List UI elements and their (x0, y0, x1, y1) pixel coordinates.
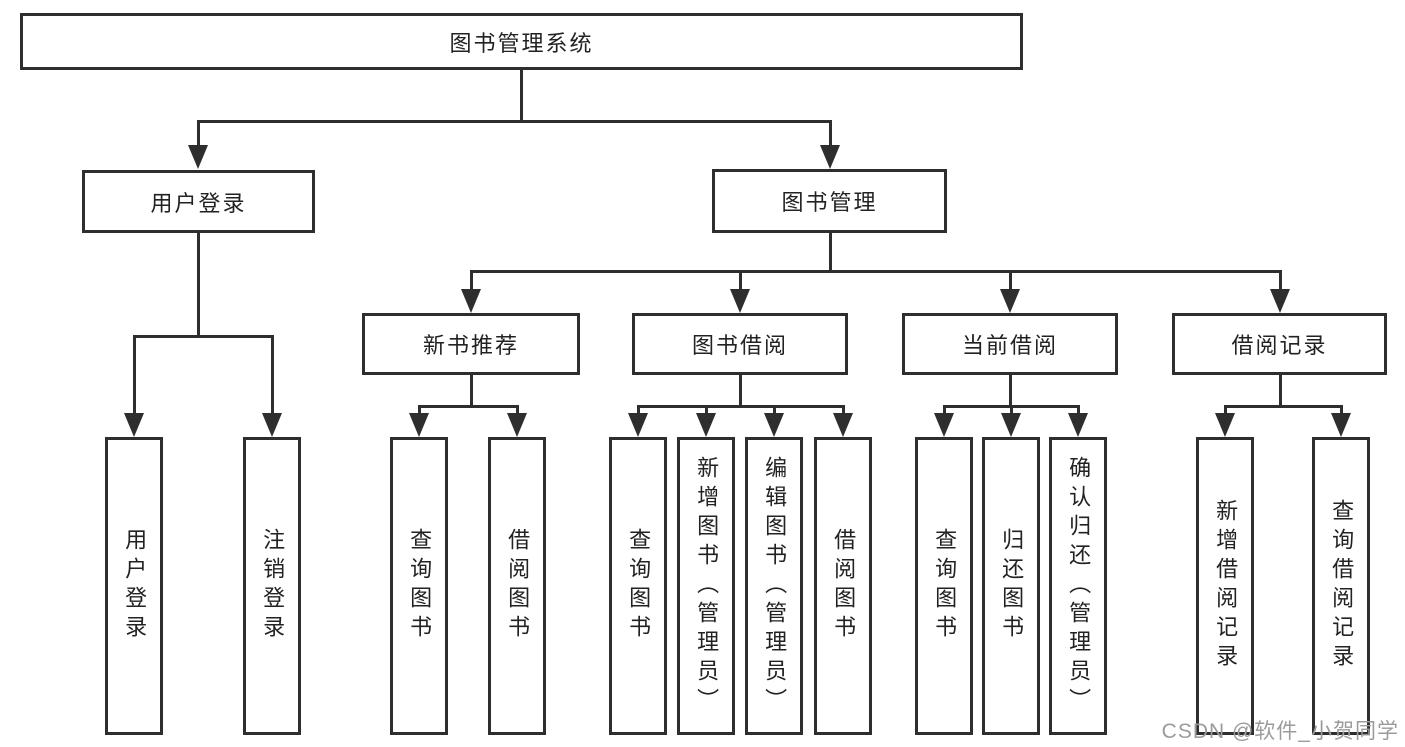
connector-drop-add-books (705, 405, 708, 417)
leaf-query-books-3: 查询图书 (915, 437, 973, 735)
leaf-edit-books: 编辑图书（管理员） (745, 437, 803, 735)
connector-user-login-split (133, 335, 273, 338)
node-book-borrow: 图书借阅 (632, 313, 848, 375)
connector-drop-borrow-books-1 (516, 405, 519, 417)
arrowhead-confirm-return (1068, 413, 1088, 437)
connector-book-borrow-trunk (739, 375, 742, 408)
node-user-login-label: 用户登录 (150, 190, 247, 216)
connector-drop-query-record (1340, 405, 1343, 417)
leaf-add-books: 新增图书（管理员） (677, 437, 735, 735)
leaf-add-record: 新增借阅记录 (1196, 437, 1254, 735)
node-current-borrow-label: 当前借阅 (961, 333, 1058, 358)
leaf-user-login: 用户登录 (105, 437, 163, 735)
arrowhead-leaf-logout (262, 413, 282, 437)
arrowhead-new-book-rec (461, 289, 481, 313)
node-borrow-records: 借阅记录 (1172, 313, 1387, 375)
connector-book-borrow-split (637, 405, 844, 408)
leaf-query-record-label: 查询借阅记录 (1329, 499, 1355, 673)
leaf-edit-books-label: 编辑图书（管理员） (762, 455, 788, 717)
connector-drop-query-books-3 (943, 405, 946, 417)
leaf-query-books-2-label: 查询图书 (626, 528, 652, 644)
connector-drop-current-borrow (1009, 270, 1012, 291)
leaf-borrow-books-2-label: 借阅图书 (831, 528, 857, 644)
connector-drop-edit-books (773, 405, 776, 417)
leaf-query-books-1: 查询图书 (390, 437, 448, 735)
connector-user-login-trunk (197, 233, 200, 337)
connector-book-mgmt-split (470, 270, 1281, 273)
connector-drop-leaf-logout (271, 335, 274, 415)
leaf-user-login-label: 用户登录 (122, 528, 148, 644)
arrowhead-borrow-books-1 (507, 413, 527, 437)
leaf-logout-label: 注销登录 (260, 528, 286, 644)
connector-drop-query-books-2 (637, 405, 640, 417)
arrowhead-book-borrow (730, 289, 750, 313)
connector-new-book-rec-split (418, 405, 518, 408)
arrowhead-current-borrow (1000, 289, 1020, 313)
connector-drop-return-books (1010, 405, 1013, 417)
connector-root-split (197, 120, 831, 123)
connector-drop-leaf-user-login (133, 335, 136, 415)
leaf-add-record-label: 新增借阅记录 (1213, 499, 1239, 673)
node-root: 图书管理系统 (20, 13, 1023, 70)
csdn-watermark: CSDN @软件_小贺同学 (1161, 720, 1399, 743)
leaf-return-books: 归还图书 (982, 437, 1040, 735)
leaf-logout: 注销登录 (243, 437, 301, 735)
node-book-borrow-label: 图书借阅 (691, 333, 788, 358)
leaf-borrow-books-1: 借阅图书 (488, 437, 546, 735)
connector-borrow-records-split (1224, 405, 1342, 408)
arrowhead-query-books-2 (628, 413, 648, 437)
node-new-book-rec: 新书推荐 (362, 313, 580, 375)
connector-root-trunk (520, 69, 523, 122)
leaf-return-books-label: 归还图书 (999, 528, 1025, 644)
arrowhead-borrow-books-2 (833, 413, 853, 437)
connector-drop-query-books-1 (418, 405, 421, 417)
arrowhead-borrow-records (1270, 289, 1290, 313)
arrowhead-return-books (1001, 413, 1021, 437)
leaf-query-books-2: 查询图书 (609, 437, 667, 735)
arrowhead-query-record (1331, 413, 1351, 437)
node-book-mgmt-label: 图书管理 (781, 190, 878, 215)
connector-drop-book-mgmt (829, 120, 832, 147)
arrowhead-query-books-1 (409, 413, 429, 437)
connector-drop-user-login (197, 120, 200, 147)
arrowhead-edit-books (764, 413, 784, 437)
arrowhead-add-books (696, 413, 716, 437)
arrowhead-leaf-user-login (124, 413, 144, 437)
connector-new-book-rec-trunk (470, 375, 473, 408)
arrowhead-user-login (188, 145, 208, 169)
connector-book-mgmt-trunk (829, 233, 832, 272)
node-borrow-records-label: 借阅记录 (1231, 333, 1328, 358)
leaf-borrow-books-2: 借阅图书 (814, 437, 872, 735)
leaf-add-books-label: 新增图书（管理员） (694, 455, 720, 717)
leaf-confirm-return-label: 确认归还（管理员） (1066, 455, 1092, 717)
node-book-mgmt: 图书管理 (712, 169, 947, 233)
connector-drop-add-record (1224, 405, 1227, 417)
node-root-label: 图书管理系统 (449, 30, 594, 56)
node-new-book-rec-label: 新书推荐 (422, 333, 519, 358)
connector-drop-confirm-return (1077, 405, 1080, 417)
leaf-query-books-1-label: 查询图书 (407, 528, 433, 644)
arrowhead-add-record (1215, 413, 1235, 437)
leaf-confirm-return: 确认归还（管理员） (1049, 437, 1107, 735)
connector-current-borrow-trunk (1009, 375, 1012, 408)
connector-drop-book-borrow (739, 270, 742, 291)
arrowhead-book-mgmt (820, 145, 840, 169)
leaf-borrow-books-1-label: 借阅图书 (505, 528, 531, 644)
arrowhead-query-books-3 (934, 413, 954, 437)
connector-borrow-records-trunk (1279, 375, 1282, 408)
connector-drop-new-book-rec (470, 270, 473, 291)
leaf-query-record: 查询借阅记录 (1312, 437, 1370, 735)
node-user-login: 用户登录 (82, 170, 315, 233)
node-current-borrow: 当前借阅 (902, 313, 1118, 375)
connector-drop-borrow-books-2 (842, 405, 845, 417)
connector-drop-borrow-records (1279, 270, 1282, 291)
leaf-query-books-3-label: 查询图书 (932, 528, 958, 644)
